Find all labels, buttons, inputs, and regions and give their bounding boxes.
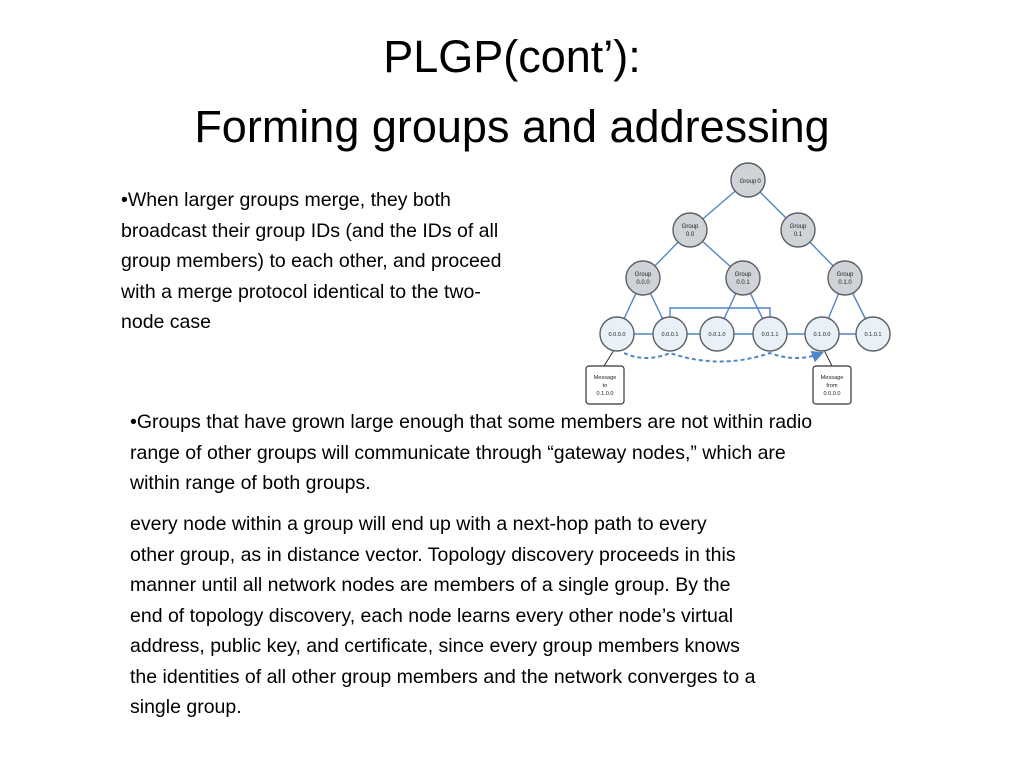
group-node-0-0: Group 0.0 <box>672 212 708 248</box>
group-node-label: Group <box>837 272 854 278</box>
paragraph-line: single group. <box>130 696 242 718</box>
group-node-label: Group <box>740 179 757 185</box>
bullet-merge-text: •When larger groups merge, they both bro… <box>121 185 501 338</box>
slide-title-line2: Forming groups and addressing <box>194 101 830 152</box>
leaf-node-id: 0.0.0.0 <box>608 332 625 338</box>
bullet-merge-line: node case <box>121 311 211 333</box>
message-address: 0.0.0.0 <box>823 391 840 397</box>
leaf-node-0-0-0-1: 0.0.0.1 <box>652 316 688 352</box>
group-node-root: Group 0 <box>730 162 766 198</box>
paragraph-line: end of topology discovery, each node lea… <box>130 604 734 627</box>
message-direction: to <box>603 383 608 389</box>
group-node-id: 0.0.0 <box>636 280 650 286</box>
topology-paragraph: every node within a group will end up wi… <box>130 509 755 723</box>
paragraph-line: address, public key, and certificate, si… <box>130 635 740 657</box>
message-box-to: Message to 0.1.0.0 <box>585 365 625 405</box>
bullet-gateway-line: within range of both groups. <box>130 472 371 494</box>
leaf-node-id: 0.1.0.1 <box>864 332 881 338</box>
bullet-gateway-line: range of other groups will communicate t… <box>130 441 786 464</box>
leaf-node-0-1-0-1: 0.1.0.1 <box>855 316 891 352</box>
leaf-node-id: 0.1.0.0 <box>813 332 830 338</box>
group-node-label: Group <box>635 272 652 278</box>
leaf-node-0-1-0-0: 0.1.0.0 <box>804 316 840 352</box>
message-label: Message <box>821 375 844 381</box>
bullet-merge-line: with a merge protocol identical to the t… <box>121 280 481 303</box>
group-node-id: 0 <box>757 179 761 185</box>
paragraph-line: manner until all network nodes are membe… <box>130 574 731 596</box>
slide-title-line1: PLGP(cont’): <box>383 31 641 82</box>
leaf-node-id: 0.0.0.1 <box>661 332 678 338</box>
bullet-merge-line: group members) to each other, and procee… <box>121 250 502 272</box>
group-node-id: 0.0.1 <box>736 280 750 286</box>
group-node-label: Group <box>735 272 752 278</box>
group-node-0-0-1: Group 0.0.1 <box>725 260 761 296</box>
bullet-merge-line: •When larger groups merge, they both <box>121 189 451 211</box>
bullet-gateway-text: •Groups that have grown large enough tha… <box>130 407 812 499</box>
group-node-0-1-0: Group 0.1.0 <box>827 260 863 296</box>
message-box-from: Message from 0.0.0.0 <box>812 365 852 405</box>
group-node-label: Group <box>682 224 699 230</box>
group-node-id: 0.1 <box>794 232 803 238</box>
group-node-0-0-0: Group 0.0.0 <box>625 260 661 296</box>
leaf-node-0-0-1-1: 0.0.1.1 <box>752 316 788 352</box>
group-node-id: 0.1.0 <box>838 280 852 286</box>
paragraph-line: the identities of all other group member… <box>130 665 756 688</box>
paragraph-line: other group, as in distance vector. Topo… <box>130 543 736 566</box>
leaf-node-0-0-1-0: 0.0.1.0 <box>699 316 735 352</box>
bullet-gateway-line: •Groups that have grown large enough tha… <box>130 411 813 433</box>
leaf-node-id: 0.0.1.1 <box>761 332 778 338</box>
leaf-node-0-0-0-0: 0.0.0.0 <box>599 316 635 352</box>
paragraph-line: every node within a group will end up wi… <box>130 513 707 535</box>
group-hierarchy-diagram: Group 0 Group 0.0 Group 0.1 Group 0.0.0 … <box>585 162 891 405</box>
group-node-0-1: Group 0.1 <box>780 212 816 248</box>
message-address: 0.1.0.0 <box>596 391 613 397</box>
bullet-merge-line: broadcast their group IDs (and the IDs o… <box>121 219 499 242</box>
message-direction: from <box>826 383 838 389</box>
group-node-label: Group <box>790 224 807 230</box>
group-node-id: 0.0 <box>686 232 695 238</box>
leaf-node-id: 0.0.1.0 <box>708 332 725 338</box>
message-label: Message <box>594 375 617 381</box>
